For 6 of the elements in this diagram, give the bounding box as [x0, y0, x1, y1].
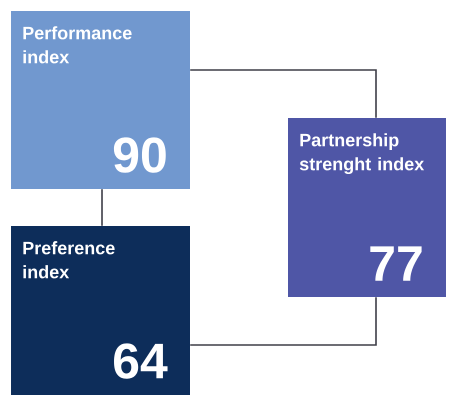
- index-box: Performance index 90: [11, 11, 190, 189]
- connector-line: [190, 69, 377, 118]
- connector-line: [190, 297, 377, 346]
- index-box: Partnership strenght index 77: [288, 118, 446, 297]
- index-box: Preference index 64: [11, 226, 190, 395]
- connector-line: [101, 189, 103, 226]
